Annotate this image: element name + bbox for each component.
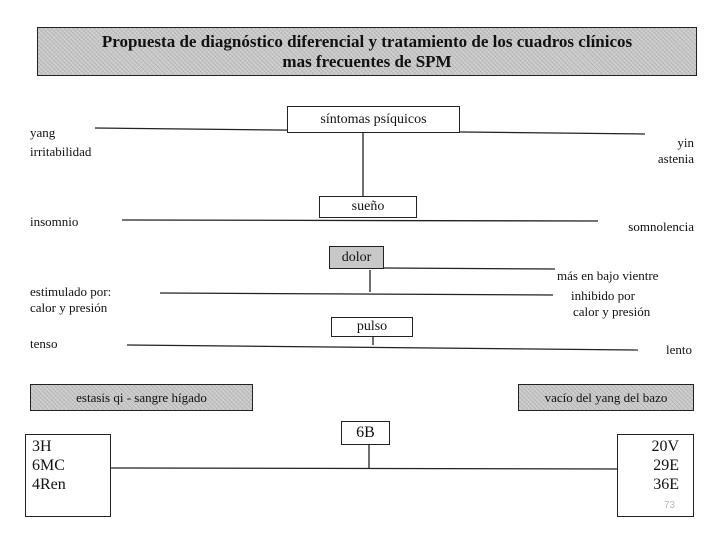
dolor-right-line <box>382 267 556 270</box>
left-point-1: 3H <box>32 438 52 455</box>
diagnosis-left-box: estasis qi - sangre hígado <box>30 384 253 411</box>
sueno-right: somnolencia <box>628 219 694 234</box>
sintomas-left-1: yang <box>30 125 56 140</box>
diagnosis-right-box: vacío del yang del bazo <box>518 384 694 411</box>
pulso-box: pulso <box>331 317 413 337</box>
right-points-box: 20V 29E 36E <box>617 434 694 517</box>
dolor-right-1: más en bajo vientre <box>557 268 659 283</box>
left-point-3: 4Ren <box>32 476 66 493</box>
left-points-box: 3H 6MC 4Ren <box>25 434 111 517</box>
pulso-axis-line <box>126 344 639 351</box>
sueno-left: insomnio <box>30 214 79 229</box>
title-box: Propuesta de diagnóstico diferencial y t… <box>37 27 697 76</box>
title-line-2: mas frecuentes de SPM <box>282 51 452 71</box>
center-point-box: 6B <box>341 421 390 445</box>
sintomas-left-2: irritabilidad <box>30 144 92 159</box>
sueno-box: sueño <box>319 196 417 218</box>
right-point-1: 20V <box>651 438 679 455</box>
page-number: 73 <box>664 500 676 511</box>
dolor-left-2: calor y presión <box>30 300 108 315</box>
points-axis-line <box>109 467 619 470</box>
dolor-right-3: calor y presión <box>573 304 651 319</box>
dolor-left-1: estimulado por: <box>30 284 112 299</box>
dolor-box: dolor <box>329 246 384 269</box>
dolor-right-2: inhibido por <box>571 288 635 303</box>
pulso-right: lento <box>666 342 692 357</box>
right-point-3: 36E <box>653 476 679 493</box>
sintomas-box: síntomas psíquicos <box>287 106 460 133</box>
sueno-axis-line <box>121 219 599 222</box>
left-point-2: 6MC <box>32 457 65 474</box>
dolor-axis-line <box>159 292 554 296</box>
sintomas-right-2: astenia <box>657 151 694 166</box>
sintomas-right-1: yin <box>677 135 694 150</box>
right-point-2: 29E <box>653 457 679 474</box>
title-line-1: Propuesta de diagnóstico diferencial y t… <box>101 31 633 51</box>
pulso-left: tenso <box>30 336 58 351</box>
